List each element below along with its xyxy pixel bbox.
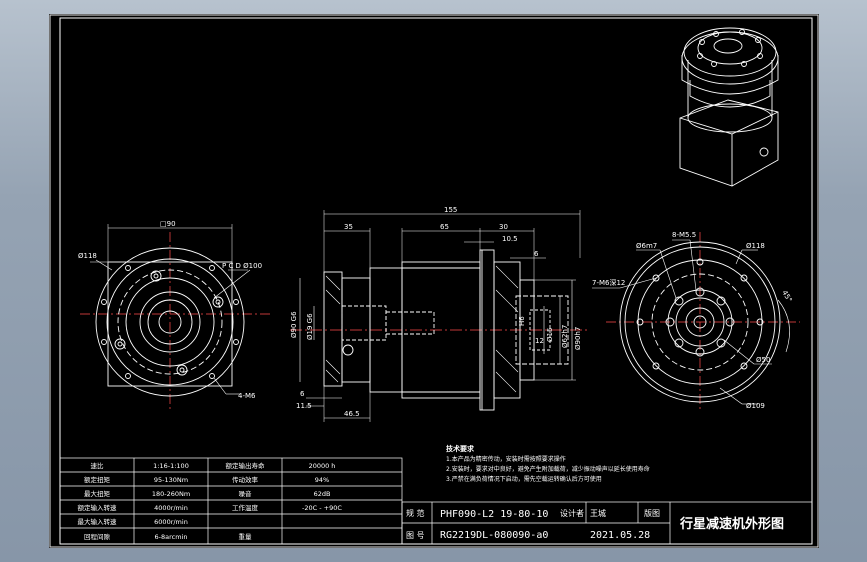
dim-7m-label: 7-M6深12 xyxy=(592,278,625,287)
dim-6-bottom-label: 6 xyxy=(300,390,305,398)
drawing-number: RG2219DL-080090-a0 xyxy=(440,530,548,541)
dim-6-top-label: 6 xyxy=(534,250,539,258)
technical-notes: 技术要求 1.本产品为精密传动，安装时需按照要求操作 2.安装时，要求对中良好，… xyxy=(446,444,650,483)
dim-d90g6-label: Ø90 G6 xyxy=(290,311,298,338)
dim-109-label: Ø109 xyxy=(746,402,765,410)
table-cell: 180-260Nm xyxy=(152,490,190,498)
dim-holes-top-label: 8-M5.5 xyxy=(672,231,696,239)
author-label: 设计者 xyxy=(560,508,584,518)
table-cell: 额定扭矩 xyxy=(84,475,111,484)
table-cell: 6000r/min xyxy=(154,518,188,526)
table-cell: 工作温度 xyxy=(232,503,259,512)
table-cell: 20000 h xyxy=(309,462,336,470)
isometric-view xyxy=(679,27,779,187)
table-cell: 重量 xyxy=(239,533,253,541)
paper-background xyxy=(49,14,819,548)
spec-label: 规 范 xyxy=(406,508,425,518)
outer-border xyxy=(49,14,819,548)
dim-35-label: 35 xyxy=(344,223,353,231)
dim-d90-label: Ø90h7 xyxy=(574,327,582,350)
dim-d62-label: Ø62h7 xyxy=(561,325,569,348)
dim-11-5-label: 11.5 xyxy=(296,402,312,410)
table-cell: 回程间隙 xyxy=(84,532,111,541)
drawing-label: 图 号 xyxy=(406,531,425,540)
rear-view xyxy=(592,232,800,410)
table-cell: 94% xyxy=(315,476,329,484)
dim-118-label: Ø118 xyxy=(746,242,765,250)
table-cell: 4000r/min xyxy=(154,504,188,512)
table-cell: -20C - +90C xyxy=(302,504,342,512)
table-row: 额定扭矩 95-130Nm 传动效率 94% xyxy=(84,475,329,484)
dim-width-label: □90 xyxy=(160,220,176,228)
dim-total-label: 155 xyxy=(444,206,457,214)
spec-table xyxy=(59,457,403,545)
table-row: 速比 1:16-1:100 额定输出寿命 20000 h xyxy=(91,461,336,470)
dim-12-label: 12 xyxy=(535,337,544,345)
notes-line: 2.安装时，要求对中良好，避免产生附加载荷，减少振动噪声以延长使用寿命 xyxy=(446,465,650,473)
front-view xyxy=(80,224,270,410)
dim-holes-label: 4-M6 xyxy=(238,392,256,400)
table-row: 额定输入转速 4000r/min 工作温度 -20C - +90C xyxy=(78,503,343,512)
dim-d15-label: Ø15 xyxy=(546,328,554,342)
table-row: 最大扭矩 180-260Nm 噪音 62dB xyxy=(84,489,330,498)
table-row: 最大输入转速 6000r/min xyxy=(78,517,188,526)
table-cell: 最大扭矩 xyxy=(84,489,111,498)
notes-title: 技术要求 xyxy=(446,444,475,453)
dim-10-5-label: 10.5 xyxy=(502,235,518,243)
table-cell: 速比 xyxy=(91,461,105,470)
side-view-labels: 155 35 65 30 10.5 6 Ø90 G6 Ø19 G6 H6 12 … xyxy=(290,206,582,418)
designer-name: 王城 xyxy=(590,509,606,518)
title-block xyxy=(401,501,813,545)
dim-outer-label: Ø118 xyxy=(78,252,97,260)
table-cell: 1:16-1:100 xyxy=(153,462,189,470)
dim-46-5-label: 46.5 xyxy=(344,410,360,418)
notes-line: 3.严禁在满负荷情况下启动，需先空载运转确认后方可使用 xyxy=(446,475,602,483)
table-cell: 额定输出寿命 xyxy=(226,461,266,470)
dim-d19g6-label: Ø19 G6 xyxy=(306,313,314,340)
drawing-date: 2021.05.28 xyxy=(590,530,650,541)
dim-h6-label: H6 xyxy=(518,316,526,326)
sheet-label: 版图 xyxy=(644,508,660,518)
spec-table-cells: 速比 1:16-1:100 额定输出寿命 20000 h 额定扭矩 95-130… xyxy=(78,461,343,541)
dim-6m7-label: Ø6m7 xyxy=(636,242,657,250)
table-cell: 传动效率 xyxy=(232,475,259,484)
side-view xyxy=(290,210,590,422)
front-view-labels: □90 Ø118 P C D Ø100 4-M6 xyxy=(78,220,262,400)
notes-line: 1.本产品为精密传动，安装时需按照要求操作 xyxy=(446,455,566,463)
dim-30-label: 30 xyxy=(499,223,508,231)
drawing-title: 行星减速机外形图 xyxy=(679,516,784,532)
table-cell: 6-8arcmin xyxy=(155,533,188,541)
table-cell: 噪音 xyxy=(239,489,253,498)
table-cell: 额定输入转速 xyxy=(78,503,118,512)
table-cell: 62dB xyxy=(314,490,331,498)
table-row: 回程间隙 6-8arcmin 重量 xyxy=(84,532,252,541)
table-cell: 95-130Nm xyxy=(154,476,188,484)
model-number: PHF090-L2 19-80-10 xyxy=(440,509,548,520)
dim-50-label: Ø50 xyxy=(756,356,770,364)
dim-65-label: 65 xyxy=(440,223,449,231)
title-block-text: 规 范 PHF090-L2 19-80-10 设计者 王城 版图 图 号 RG2… xyxy=(406,508,784,541)
dim-pcd-label: P C D Ø100 xyxy=(222,262,262,270)
table-cell: 最大输入转速 xyxy=(78,517,118,526)
